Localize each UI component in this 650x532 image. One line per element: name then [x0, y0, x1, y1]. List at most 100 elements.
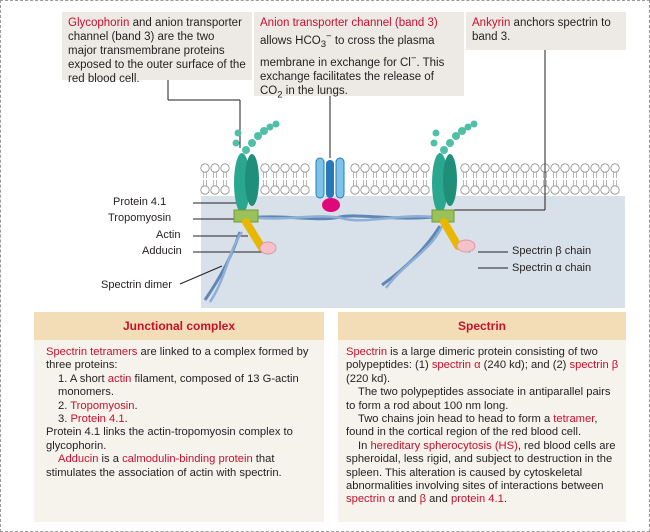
callout-band3-text-1: allows HCO: [260, 34, 321, 47]
junctional-p3-text-a: is a: [98, 453, 123, 466]
callout-band3: Anion transporter channel (band 3) allow…: [254, 12, 464, 100]
lipid-head: [360, 185, 370, 195]
item-2-number: 2.: [58, 399, 71, 412]
term-tetramer: tetramer: [553, 413, 595, 426]
lipid-head: [610, 163, 620, 173]
lipid-head: [520, 185, 530, 195]
lipid-head: [530, 163, 540, 173]
lipid-head: [270, 185, 280, 195]
item-3-number: 3.: [58, 413, 71, 426]
spectrin-p1-text-a: is a large dimeric protein consisting of…: [346, 346, 598, 372]
junctional-item-3: 3. Protein 4.1.: [46, 413, 314, 426]
junctional-p1-text: are linked to a complex formed by three …: [46, 346, 309, 372]
term-hs: (HS): [491, 439, 518, 452]
term-spectrin-alpha: spectrin α: [431, 359, 481, 372]
lipid-head: [460, 185, 470, 195]
lipid-head: [350, 163, 360, 173]
junctional-complex-title: Junctional complex: [34, 312, 324, 340]
spectrin-p4-text-a: In: [358, 439, 371, 452]
junctional-complex-left: [233, 209, 277, 255]
lipid-head: [580, 163, 590, 173]
callout-band3-text-4: in the lungs.: [282, 84, 348, 97]
lipid-head: [270, 163, 280, 173]
lipid-head: [500, 185, 510, 195]
lipid-head: [280, 185, 290, 195]
lipid-head: [470, 163, 480, 173]
lipid-head: [290, 185, 300, 195]
spectrin-p3-text-b: , found in the cortical region of the re…: [346, 413, 598, 439]
lipid-head: [420, 163, 430, 173]
lipid-head: [260, 185, 270, 195]
label-tropomyosin: Tropomyosin: [108, 212, 172, 224]
lipid-head: [510, 185, 520, 195]
spectrin-p1-text-c: (220 kd).: [346, 372, 391, 385]
lipid-head: [580, 185, 590, 195]
lipid-head: [480, 185, 490, 195]
ankyrin-complex-right: [431, 209, 476, 253]
lipid-head: [220, 185, 230, 195]
lipid-head: [600, 163, 610, 173]
spectrin-p4-text-c: and: [394, 493, 420, 506]
lipid-head: [610, 185, 620, 195]
term-beta: β: [419, 493, 427, 506]
lipid-head: [350, 185, 360, 195]
junctional-p3: Adducin is a calmodulin-binding protein …: [46, 453, 314, 480]
label-actin: Actin: [156, 229, 181, 241]
lipid-head: [550, 163, 560, 173]
lipid-bilayer: [200, 163, 620, 195]
term-band3: Anion transporter channel (band 3): [260, 17, 438, 29]
glycophorin-right: [430, 120, 478, 213]
term-hereditary-spherocytosis: hereditary spherocytosis: [370, 439, 492, 452]
lipid-head: [400, 163, 410, 173]
spectrin-title: Spectrin: [338, 312, 626, 340]
item-3-text: .: [124, 413, 128, 426]
junctional-complex-body: Spectrin tetramers are linked to a compl…: [34, 340, 324, 486]
lipid-head: [210, 185, 220, 195]
spectrin-p2: The two polypeptides associate in antipa…: [346, 386, 611, 412]
term-adducin: Adducin: [58, 453, 99, 466]
junctional-p3-text-b: that stimulates the association of actin…: [46, 453, 282, 479]
lipid-head: [370, 185, 380, 195]
term-spectrin: Spectrin: [346, 346, 388, 358]
lipid-head: [480, 163, 490, 173]
spectrin-body: Spectrin is a large dimeric protein cons…: [338, 340, 626, 513]
spectrin-panel: Spectrin Spectrin is a large dimeric pro…: [338, 312, 626, 522]
term-calmodulin-binding-protein: calmodulin-binding protein: [122, 453, 253, 466]
spectrin-p4-text-b: , red blood cells are spheroidal, less r…: [346, 439, 616, 493]
lipid-head: [390, 185, 400, 195]
lipid-head: [570, 185, 580, 195]
junctional-item-2: 2. Tropomyosin.: [46, 400, 314, 413]
lipid-head: [410, 185, 420, 195]
hco3-subscript: 3: [320, 39, 327, 51]
lipid-head: [410, 163, 420, 173]
callout-glycophorin-text: and anion transporter channel (band 3) a…: [68, 17, 246, 85]
spectrin-p4-text-d: and: [426, 493, 451, 506]
lipid-head: [380, 185, 390, 195]
label-adducin: Adducin: [142, 245, 182, 257]
junctional-p1: Spectrin tetramers are linked to a compl…: [46, 346, 314, 373]
spectrin-p1: Spectrin is a large dimeric protein cons…: [346, 346, 620, 386]
lipid-head: [260, 163, 270, 173]
junctional-complex-panel: Junctional complex Spectrin tetramers ar…: [34, 312, 324, 522]
glycophorin-left: [232, 120, 280, 213]
lipid-head: [200, 163, 210, 173]
lipid-head: [560, 163, 570, 173]
lipid-head: [510, 163, 520, 173]
lipid-head: [400, 185, 410, 195]
term-spectrin-alpha-2: spectrin α: [346, 493, 395, 506]
label-spectrin-dimer: Spectrin dimer: [101, 279, 172, 291]
term-tropomyosin: Tropomyosin: [70, 399, 135, 412]
term-spectrin-beta: spectrin β: [569, 359, 619, 372]
lipid-head: [280, 163, 290, 173]
lipid-head: [210, 163, 220, 173]
lipid-head: [500, 163, 510, 173]
spectrin-p3-text-a: Two chains join head to head to form a: [358, 413, 554, 426]
lipid-head: [390, 163, 400, 173]
lipid-head: [200, 185, 210, 195]
label-spectrin-alpha-chain: Spectrin α chain: [512, 262, 592, 274]
lipid-head: [570, 163, 580, 173]
lipid-head: [470, 185, 480, 195]
term-glycophorin: Glycophorin: [68, 17, 130, 29]
lipid-head: [360, 163, 370, 173]
